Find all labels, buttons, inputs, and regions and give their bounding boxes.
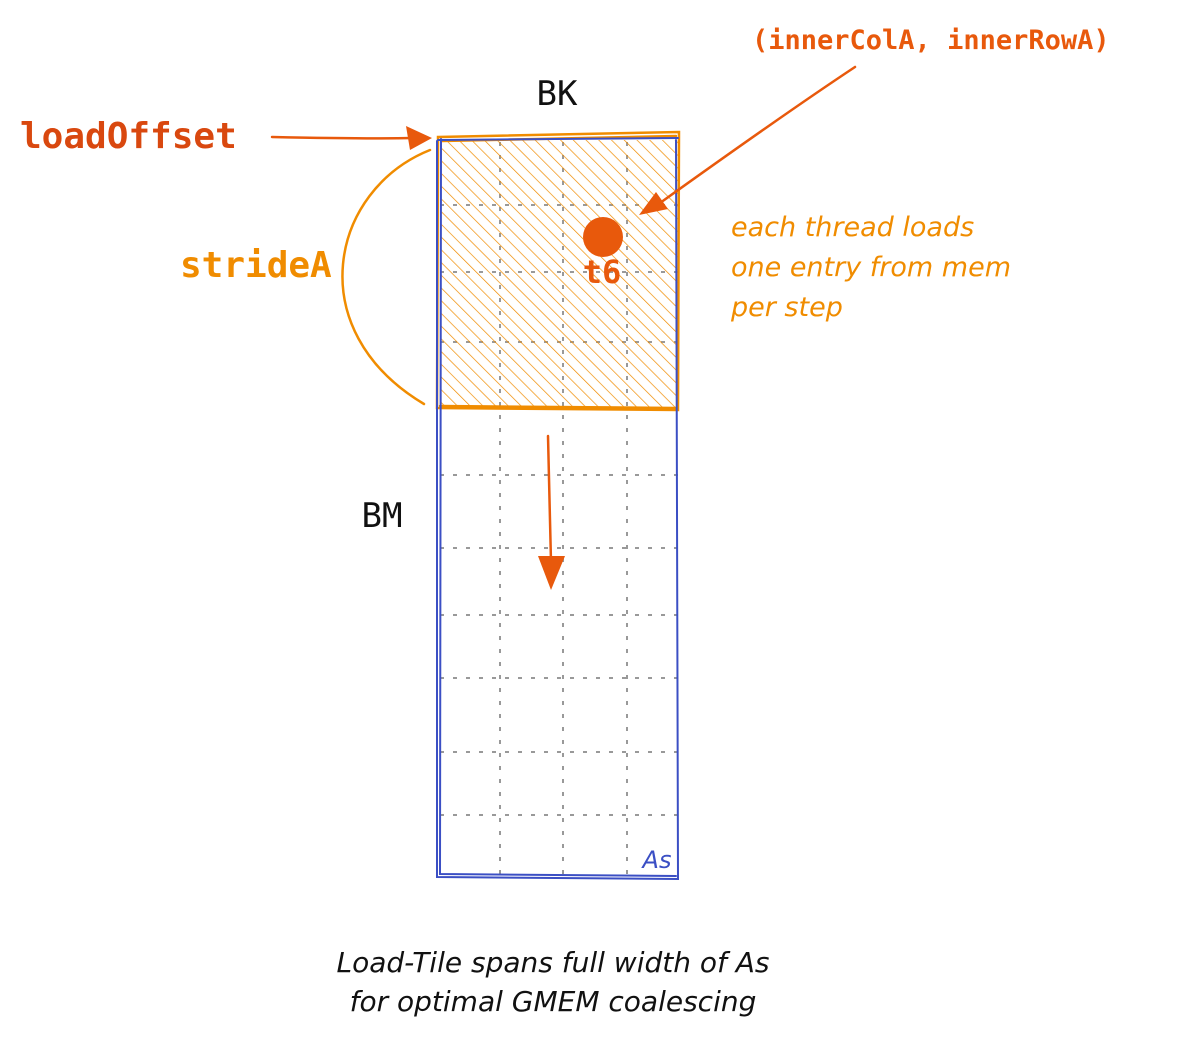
load-offset-label: loadOffset — [20, 116, 237, 157]
note-line-1: each thread loads — [731, 212, 974, 243]
bk-label: BK — [537, 74, 578, 114]
step-down-arrow — [538, 434, 565, 590]
matrix-name-label: As — [641, 846, 672, 874]
inner-coords-arrow — [639, 65, 857, 215]
bm-label: BM — [362, 496, 403, 536]
stride-a-bracket — [341, 148, 432, 406]
note-line-2: one entry from mem — [731, 252, 1011, 283]
caption-line-1: Load-Tile spans full width of As — [336, 946, 769, 979]
stride-a-label: strideA — [180, 245, 332, 286]
load-tile-fill — [440, 140, 678, 408]
thread-label: t6 — [583, 253, 622, 291]
inner-coords-label: (innerColA, innerRowA) — [752, 25, 1110, 56]
thread-dot — [583, 217, 623, 257]
load-offset-arrow — [270, 126, 432, 150]
matrix-as-outline — [436, 137, 680, 881]
note-line-3: per step — [730, 292, 843, 323]
caption-line-2: for optimal GMEM coalescing — [350, 985, 757, 1018]
